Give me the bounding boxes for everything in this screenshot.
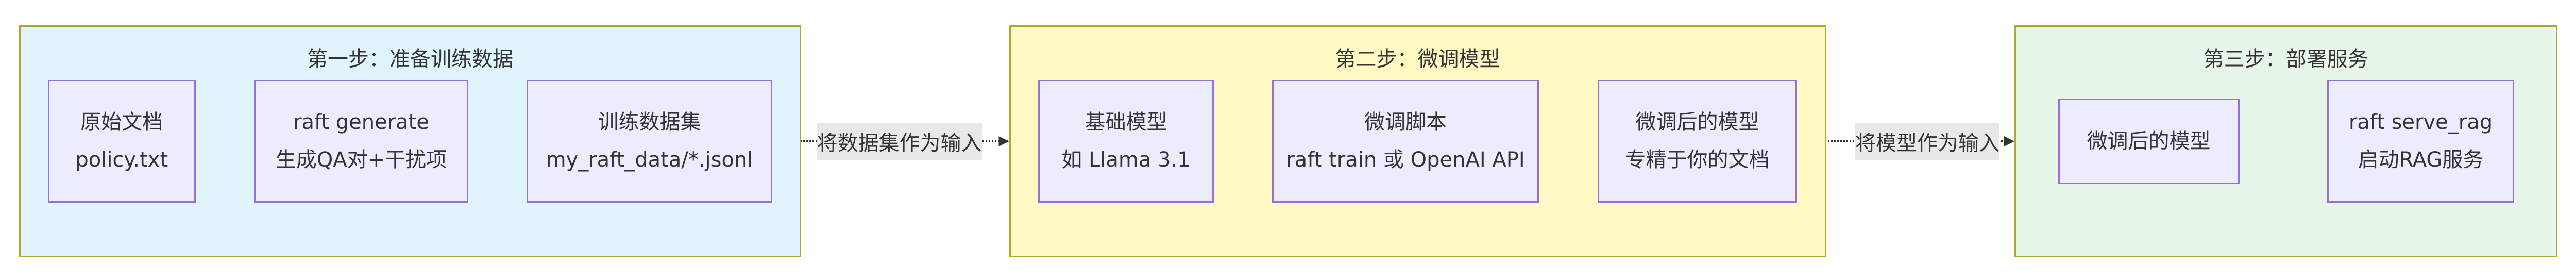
stage1-title: 第一步：准备训练数据 [307, 47, 513, 71]
node-deployed-model[interactable]: 微调后的模型 [2058, 99, 2240, 184]
node-line1: 基础模型 [1084, 110, 1167, 134]
node-training-dataset[interactable]: 训练数据集 my_raft_data/*.jsonl [527, 80, 772, 203]
node-line2: raft train 或 OpenAI API [1286, 148, 1525, 172]
node-line1: 训练数据集 [598, 110, 701, 134]
node-line2: 启动RAG服务 [2358, 148, 2484, 172]
node-line2: 生成QA对+干扰项 [275, 148, 447, 172]
node-finetuned-model[interactable]: 微调后的模型 专精于你的文档 [1598, 80, 1797, 203]
stage2-title: 第二步：微调模型 [1335, 47, 1500, 71]
node-line2: policy.txt [75, 148, 168, 172]
node-line1: 微调脚本 [1364, 110, 1447, 134]
node-raft-serve-rag[interactable]: raft serve_rag 启动RAG服务 [2327, 80, 2514, 203]
node-line2: 如 Llama 3.1 [1061, 148, 1191, 172]
node-line2: 专精于你的文档 [1625, 148, 1770, 172]
node-line1: 微调后的模型 [1635, 110, 1759, 134]
edge-label-to-stage2: 将数据集作为输入 [817, 123, 982, 160]
stage3-title: 第三步：部署服务 [2203, 47, 2368, 71]
node-line1: 原始文档 [80, 110, 163, 134]
node-line2: my_raft_data/*.jsonl [546, 148, 753, 172]
node-line1: 微调后的模型 [2087, 129, 2211, 153]
node-line1: raft generate [293, 110, 429, 134]
edge-label-to-stage3: 将模型作为输入 [1855, 123, 1999, 160]
node-finetune-script[interactable]: 微调脚本 raft train 或 OpenAI API [1272, 80, 1539, 203]
node-raft-generate[interactable]: raft generate 生成QA对+干扰项 [254, 80, 468, 203]
node-line1: raft serve_rag [2348, 110, 2493, 134]
node-source-docs[interactable]: 原始文档 policy.txt [47, 80, 196, 203]
node-base-model[interactable]: 基础模型 如 Llama 3.1 [1038, 80, 1214, 203]
